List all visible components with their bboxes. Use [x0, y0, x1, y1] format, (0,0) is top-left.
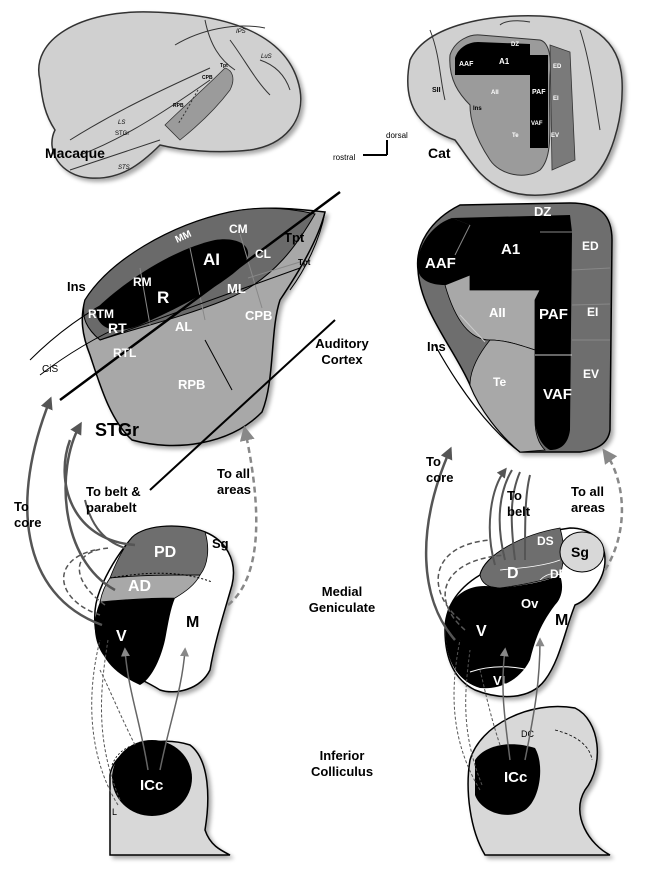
aaf-cortex-label: AAF — [425, 255, 456, 272]
to-core-cat-label-line1: To — [426, 454, 441, 469]
tpt-small-label: Tpt — [298, 258, 311, 267]
vaf-cortex-label: VAF — [543, 386, 572, 403]
cis-label: CiS — [42, 364, 58, 375]
cat-title: Cat — [428, 145, 451, 161]
lus-label: LuS — [261, 54, 272, 60]
to-core-label-line2: core — [14, 515, 41, 530]
to-all-cat-label-line1: To all — [571, 484, 604, 499]
dz-brain-label: DZ — [511, 42, 519, 48]
ips-label: IPS — [236, 29, 246, 35]
cm-label: CM — [229, 222, 248, 236]
cat-brain: DZ AAF A1 ED SII AII PAF EI Ins VAF Te E… — [407, 15, 623, 196]
l-cat-label: L — [475, 762, 480, 772]
rt-label: RT — [108, 320, 127, 336]
r-label: R — [157, 288, 169, 307]
to-belt-label-line1: To belt & — [86, 484, 141, 499]
paf-brain-label: PAF — [532, 89, 546, 96]
sg-cat-label: Sg — [571, 544, 589, 560]
dc-label: DC — [140, 740, 153, 750]
icc-cat-label: ICc — [504, 769, 527, 786]
to-core-cat-label-line2: core — [426, 470, 453, 485]
inferior-colliculus-label-line2: Colliculus — [311, 764, 373, 779]
ad-label: AD — [128, 578, 151, 595]
rtl-label: RTL — [113, 346, 136, 360]
v-cat-label: V — [476, 623, 487, 640]
ai-label: AI — [203, 250, 220, 269]
dd-label: DD — [550, 567, 568, 581]
m-label: M — [186, 614, 199, 631]
al-label: AL — [175, 319, 192, 334]
stgr-label: STGr — [95, 420, 139, 440]
ins-cat-cortex-label: Ins — [427, 339, 446, 354]
cat-auditory-cortex: DZ A1 AAF ED AII PAF EI Ins EV Te VAF — [416, 202, 613, 453]
cpb-brain-label: CPB — [202, 75, 213, 81]
to-all-label-line2: areas — [217, 482, 251, 497]
vaf-brain-label: VAF — [531, 121, 543, 127]
aaf-brain-label: AAF — [459, 61, 474, 68]
ins-cortex-label: Ins — [67, 279, 86, 294]
tpt-label: Tpt — [284, 230, 305, 245]
rtm-label: RTM — [88, 307, 114, 321]
medial-geniculate-label-line1: Medial — [322, 584, 362, 599]
d-label: D — [507, 565, 519, 582]
te-cortex-label: Te — [493, 375, 506, 389]
sii-brain-label: SII — [432, 87, 441, 94]
paf-cortex-label: PAF — [539, 306, 568, 323]
ml-label: ML — [227, 281, 246, 296]
te-brain-label: Te — [512, 133, 519, 139]
ov-label: Ov — [521, 596, 539, 611]
to-belt-cat-label-line2: belt — [507, 504, 531, 519]
aii-cortex-label: AII — [489, 305, 506, 320]
macaque-medial-geniculate: PD Sg AD V M To core To belt & parabelt … — [14, 396, 258, 693]
to-all-label-line1: To all — [217, 466, 250, 481]
l-label: L — [112, 807, 117, 817]
sg-label: Sg — [212, 536, 229, 551]
rpb-brain-label: RPB — [173, 103, 184, 109]
stgr-brain-label: STGr — [115, 131, 129, 137]
ed-cortex-label: ED — [582, 239, 599, 253]
to-all-cat-label-line2: areas — [571, 500, 605, 515]
to-core-label-line1: To — [14, 499, 29, 514]
pd-label: PD — [154, 544, 176, 561]
medial-geniculate-label-line2: Geniculate — [309, 600, 375, 615]
cpb-cortex-label: CPB — [245, 308, 272, 323]
to-belt-label-line2: parabelt — [86, 500, 137, 515]
ls-label: LS — [118, 120, 125, 126]
ins-brain-label: Ins — [473, 106, 482, 112]
v-label: V — [116, 628, 127, 645]
ei-brain-label: EI — [553, 96, 559, 102]
auditory-cortex-label-line2: Cortex — [321, 352, 363, 367]
cat-medial-geniculate: DS Sg D DD Ov V M VL To core To belt To … — [424, 446, 624, 698]
rm-label: RM — [133, 275, 152, 289]
macaque-brain: IPS LuS LS STGr STS CPB Tpt RPB — [38, 11, 302, 179]
ei-cortex-label: EI — [587, 305, 598, 319]
aii-brain-label: AII — [491, 90, 499, 96]
a1-cortex-label: A1 — [501, 241, 520, 258]
ds-label: DS — [537, 534, 554, 548]
inferior-colliculus-label-line1: Inferior — [320, 748, 365, 763]
auditory-cortex-label-line1: Auditory — [315, 336, 369, 351]
ed-brain-label: ED — [553, 64, 562, 70]
cl-label: CL — [255, 247, 271, 261]
ev-cortex-label: EV — [583, 367, 599, 381]
cat-inferior-colliculus: ICc DC L — [453, 637, 611, 856]
macaque-inferior-colliculus: ICc DC L — [91, 639, 231, 856]
dc-cat-label: DC — [521, 729, 534, 739]
ev-brain-label: EV — [551, 133, 559, 139]
dz-cortex-label: DZ — [534, 204, 551, 219]
rpb-label: RPB — [178, 377, 205, 392]
to-belt-cat-label-line1: To — [507, 488, 522, 503]
macaque-title: Macaque — [45, 145, 105, 161]
icc-label: ICc — [140, 777, 163, 794]
m-cat-label: M — [555, 612, 568, 629]
rostral-label: rostral — [333, 153, 355, 162]
orientation-indicator: dorsal rostral — [333, 131, 408, 162]
macaque-auditory-cortex: CM MM Tpt Tpt AI CL RM Ins RTM R ML RT A… — [29, 190, 341, 491]
dorsal-label: dorsal — [386, 131, 408, 140]
vl-label: VL — [493, 673, 510, 688]
tpt-brain-label: Tpt — [220, 63, 228, 69]
sts-label: STS — [118, 165, 130, 171]
a1-brain-label: A1 — [499, 57, 510, 66]
